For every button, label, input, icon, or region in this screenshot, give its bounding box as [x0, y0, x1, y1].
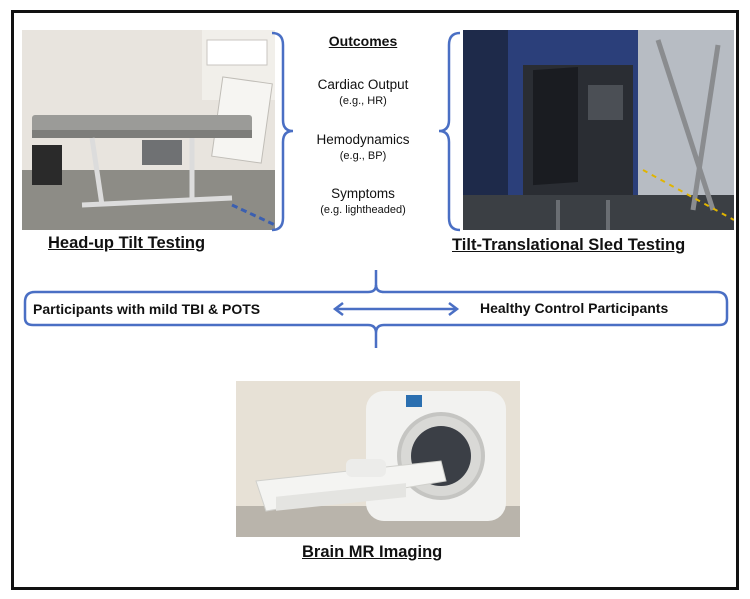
caption-brain-mri: Brain MR Imaging	[302, 543, 443, 561]
outcome-label: Symptoms	[331, 186, 395, 201]
top-group-bracket	[23, 270, 378, 327]
participants-tbi-pots: Participants with mild TBI & POTS	[33, 301, 261, 317]
participants-healthy-control: Healthy Control Participants	[480, 300, 669, 316]
outcome-label: Cardiac Output	[317, 77, 409, 92]
top-group-bracket-right	[374, 284, 729, 327]
bottom-group-bracket	[33, 323, 719, 348]
outcome-example: (e.g., BP)	[339, 150, 387, 162]
outcome-example: (e.g. lightheaded)	[320, 204, 406, 216]
caption-head-up-tilt: Head-up Tilt Testing	[48, 234, 206, 252]
outcome-symptoms: Symptoms (e.g. lightheaded)	[288, 186, 438, 216]
outcome-cardiac-output: Cardiac Output (e.g., HR)	[288, 77, 438, 107]
tilt-table-photo	[22, 30, 275, 230]
outcome-example: (e.g., HR)	[339, 95, 387, 107]
outcome-hemodynamics: Hemodynamics (e.g., BP)	[288, 132, 438, 162]
outcomes-title: Outcomes	[328, 33, 398, 49]
right-curly-bracket	[438, 31, 461, 232]
left-curly-bracket	[271, 31, 294, 232]
mri-scanner-photo	[236, 381, 520, 537]
outcome-label: Hemodynamics	[316, 132, 410, 147]
figure-frame	[11, 10, 739, 590]
sled-photo	[463, 30, 734, 230]
caption-sled: Tilt-Translational Sled Testing	[452, 236, 686, 254]
